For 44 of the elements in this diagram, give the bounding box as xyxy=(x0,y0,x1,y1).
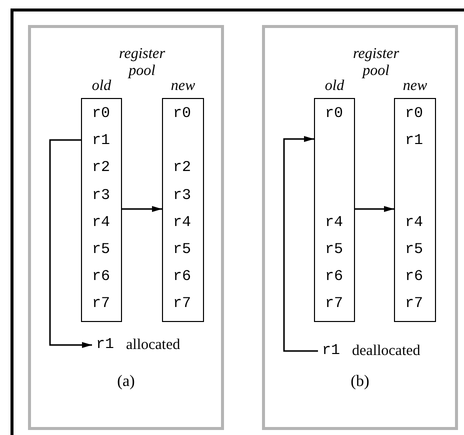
column-heading: old xyxy=(90,78,112,94)
pool-title: register pool xyxy=(352,46,400,80)
status-text: deallocated xyxy=(352,343,420,359)
register-name: r0 xyxy=(405,106,424,122)
arrow xyxy=(355,206,394,212)
register-name: r5 xyxy=(405,242,424,258)
panel-label: (b) xyxy=(350,374,370,390)
register-name: r7 xyxy=(325,296,344,312)
arrow xyxy=(283,136,318,352)
register-name: r6 xyxy=(325,269,344,286)
arrow xyxy=(49,139,92,348)
register-name: r4 xyxy=(92,214,110,231)
panel-label: (a) xyxy=(116,374,136,390)
panel-frame xyxy=(28,25,224,430)
register-name: r3 xyxy=(92,188,110,204)
column-heading: new xyxy=(170,78,196,94)
register-name: r1 xyxy=(96,337,114,353)
column-heading: old xyxy=(324,78,346,94)
register-name: r3 xyxy=(173,188,192,204)
register-name: r2 xyxy=(173,160,192,176)
register-name: r0 xyxy=(92,106,110,122)
register-name: r1 xyxy=(322,343,340,359)
register-name: r6 xyxy=(173,269,192,286)
register-name: r5 xyxy=(92,242,110,258)
register-name: r7 xyxy=(92,296,110,312)
register-name: r5 xyxy=(173,242,192,258)
register-name: r4 xyxy=(325,214,344,231)
register-name: r5 xyxy=(325,242,344,258)
register-name: r7 xyxy=(405,296,424,312)
register-name: r1 xyxy=(405,133,424,150)
panel-frame xyxy=(262,25,458,430)
register-name: r1 xyxy=(92,133,110,150)
column-heading: new xyxy=(402,78,428,94)
arrow xyxy=(122,206,162,212)
register-name: r4 xyxy=(173,214,192,231)
register-name: r2 xyxy=(92,160,110,176)
status-text: allocated xyxy=(126,337,180,353)
register-name: r0 xyxy=(173,106,192,122)
register-name: r6 xyxy=(405,269,424,286)
pool-title: register pool xyxy=(118,46,166,80)
register-name: r4 xyxy=(405,214,424,231)
register-name: r7 xyxy=(173,296,192,312)
register-name: r6 xyxy=(92,269,110,286)
register-name: r0 xyxy=(325,106,344,122)
